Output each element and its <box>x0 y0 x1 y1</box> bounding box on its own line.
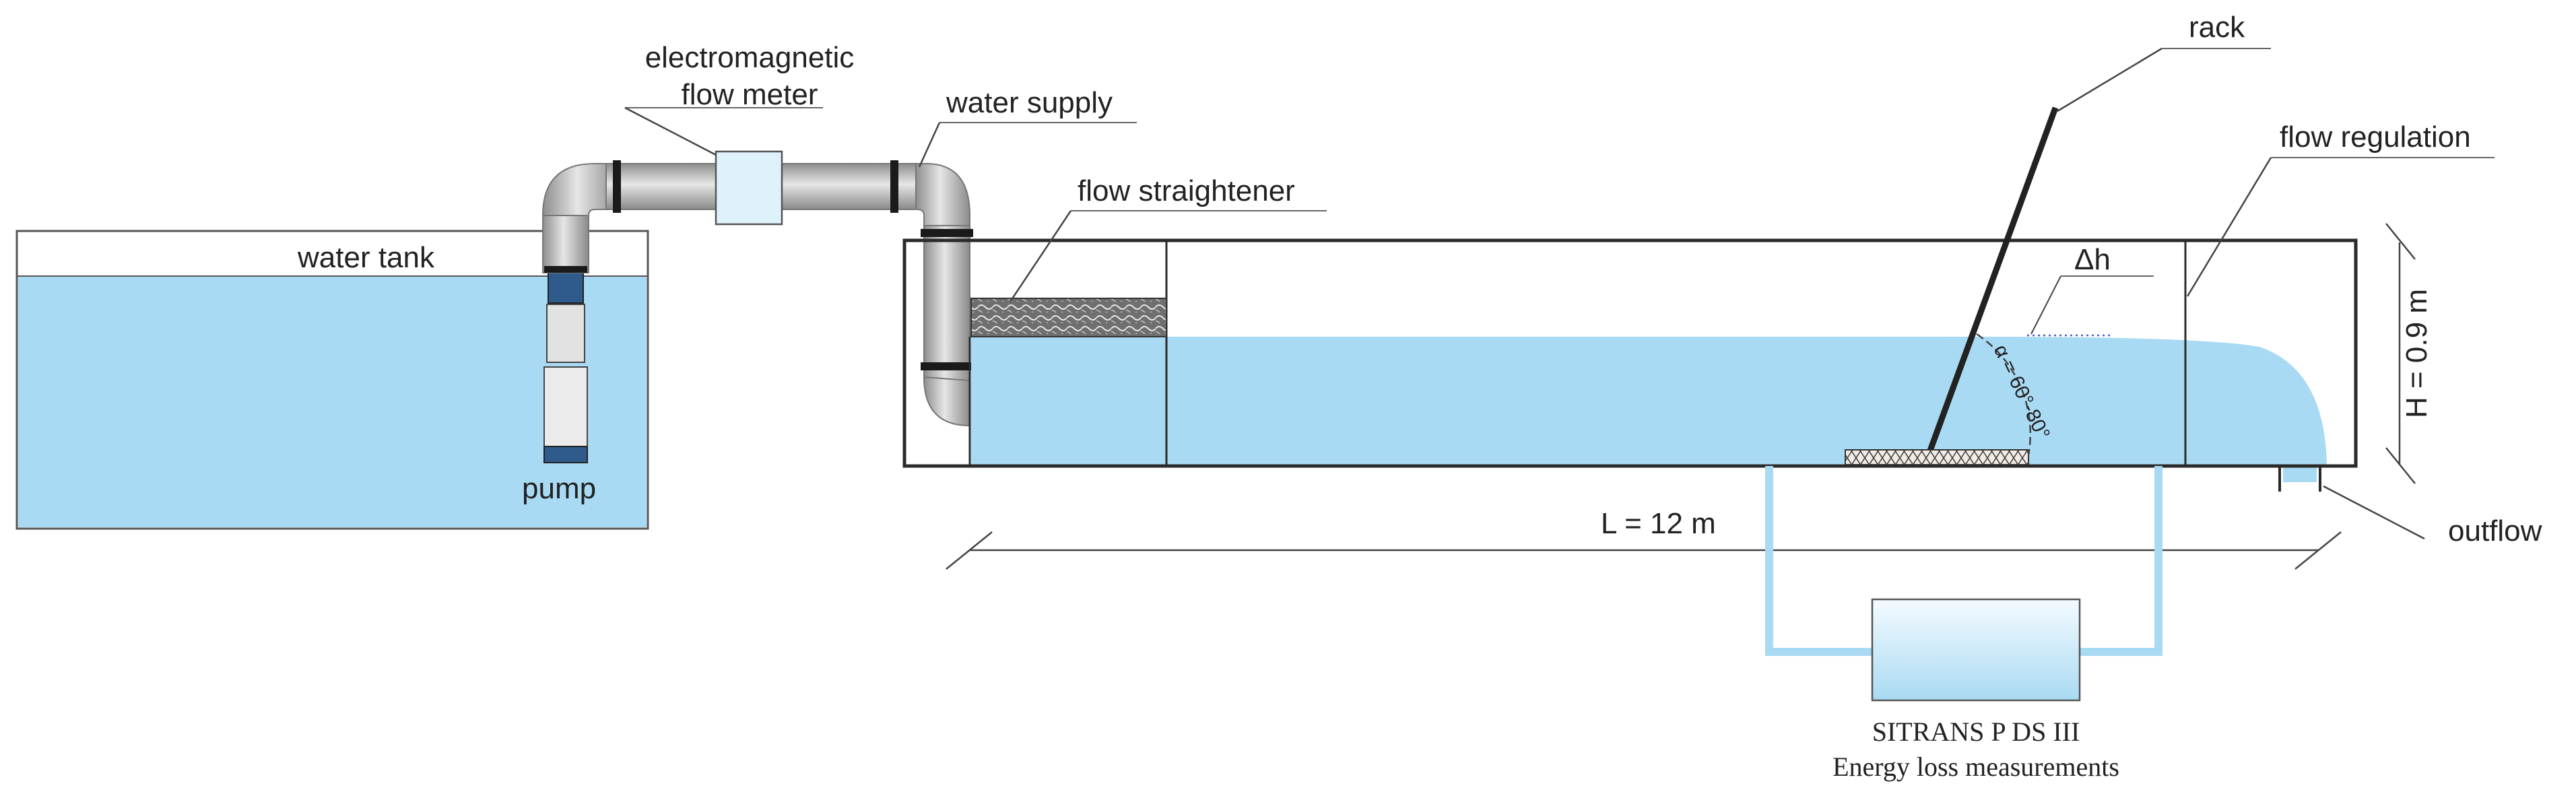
height-label: H = 0.9 m <box>2400 289 2433 418</box>
channel-water <box>1166 337 2327 465</box>
sitrans-label: SITRANS P DS III <box>1872 717 2080 747</box>
pump-label: pump <box>522 472 596 505</box>
flow-straightener <box>970 298 1167 337</box>
pump <box>543 269 588 463</box>
rack <box>1924 106 2059 459</box>
flow-meter-label-line1: electromagnetic <box>645 41 855 74</box>
energy-loss-label: Energy loss measurements <box>1832 752 2119 782</box>
delta-h-leader <box>2030 275 2061 335</box>
flow-meter-label-line2: flow meter <box>682 78 818 111</box>
water-tank-label: water tank <box>297 241 435 274</box>
outflow-leader <box>2323 485 2425 540</box>
rack-leader <box>2057 47 2162 112</box>
delta-h-label: Δh <box>2074 243 2111 276</box>
height-dimension <box>2385 223 2416 484</box>
water-supply-label: water supply <box>946 86 1113 119</box>
pressure-tubes <box>1765 466 2162 656</box>
outflow-label: outflow <box>2448 514 2542 547</box>
flow-regulation-label: flow regulation <box>2280 121 2471 154</box>
flow-meter-box <box>715 150 783 226</box>
supply-pipe <box>541 160 973 427</box>
tank-water <box>18 276 647 527</box>
angle-arc <box>1976 333 2032 456</box>
flow-straightener-label: flow straightener <box>1078 174 1295 207</box>
flow-straightener-leader <box>1009 210 1072 302</box>
length-dimension <box>946 531 2342 570</box>
flume <box>902 238 2358 492</box>
flow-regulation-leader <box>2186 157 2272 297</box>
water-supply-leader <box>918 122 941 168</box>
water-tank <box>15 230 649 530</box>
flow-meter-leader <box>624 106 717 156</box>
straightener-water <box>971 337 1166 465</box>
rack-label: rack <box>2189 11 2245 44</box>
rack-bottom-grid <box>1845 449 2029 465</box>
sitrans-transmitter <box>1871 598 2081 702</box>
length-label: L = 12 m <box>1601 507 1716 540</box>
